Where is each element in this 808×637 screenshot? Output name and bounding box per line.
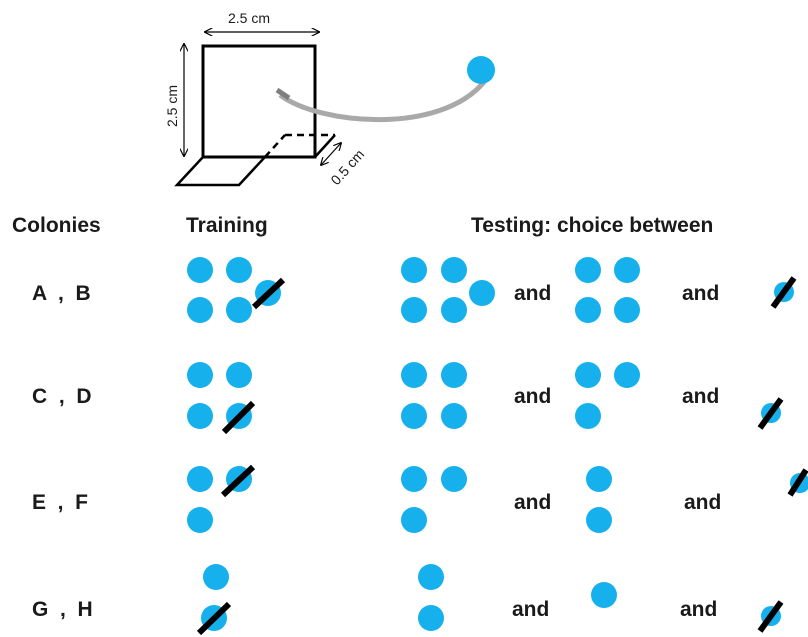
height-label: 2.5 cm [164,85,180,127]
base-hidden-edge [264,134,286,158]
training-pattern-row3 [187,464,256,533]
width-label: 2.5 cm [228,10,270,26]
test-option-row2-c [757,397,784,430]
training-pattern-row2 [187,362,256,435]
and-row3-a: and [514,491,551,514]
test-option-row2-a [401,362,467,429]
test-option-row1-c [770,276,797,309]
testing-header: Testing: choice between [471,214,713,237]
and-row1-a: and [514,282,551,305]
test-option-row3-a [401,466,467,533]
colonies-header: Colonies [12,214,101,237]
and-row4-b: and [680,598,717,621]
test-option-row4-b [591,582,617,608]
test-option-row2-b [575,362,640,429]
test-option-row1-a [401,257,495,323]
apparatus-drawing: 2.5 cm 2.5 cm 0.5 cm [164,10,495,188]
training-pattern-row1 [187,257,286,323]
training-header: Training [186,214,268,237]
test-option-row4-c [757,600,784,633]
test-option-row3-c [787,468,808,497]
colonies-label-row3: E , F [32,491,88,514]
stimulus-disc [467,56,495,84]
vertical-panel [201,44,317,159]
training-pattern-row4 [196,564,232,636]
test-option-row4-a [418,564,444,631]
colonies-label-row4: G , H [32,598,93,621]
and-row2-b: and [682,385,719,408]
test-option-row1-b [575,257,640,323]
depth-arrow [321,143,341,165]
stimulus-arm [278,80,486,123]
base-panel-front [174,155,268,187]
and-row1-b: and [682,282,719,305]
depth-label: 0.5 cm [327,146,367,188]
and-row4-a: and [512,598,549,621]
colonies-label-row1: A , B [32,282,91,305]
and-row3-b: and [684,491,721,514]
arm-clip [275,87,291,101]
and-row2-a: and [514,385,551,408]
test-option-row3-b [586,466,612,533]
colonies-label-row2: C , D [32,385,92,408]
